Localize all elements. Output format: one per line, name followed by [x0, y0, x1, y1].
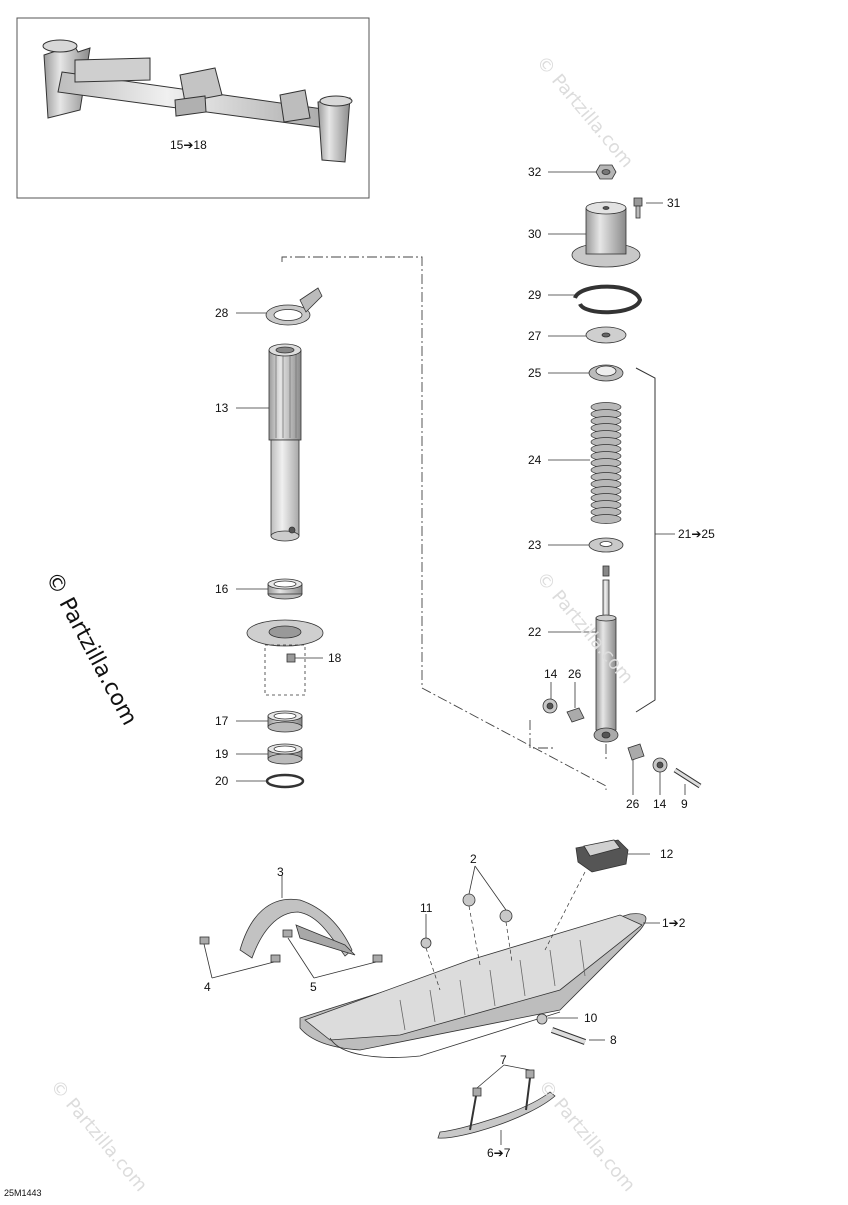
circlip-20	[265, 773, 305, 789]
leader-lines	[203, 171, 686, 1145]
hardware-14-26-right	[627, 743, 702, 789]
callout-1-2: 1➔2	[662, 916, 686, 930]
callout-12: 12	[660, 847, 674, 861]
runner-6-7	[437, 1069, 556, 1139]
callout-29: 29	[528, 288, 542, 302]
callout-16: 16	[215, 582, 229, 596]
cap-30	[571, 201, 641, 268]
bolt-8-washer-10	[536, 1013, 587, 1045]
callout-8: 8	[610, 1033, 617, 1047]
bushing-19	[267, 743, 303, 765]
callout-32: 32	[528, 165, 542, 179]
spindle-13	[268, 343, 302, 542]
screw-31	[633, 197, 643, 219]
callout-15-18: 15➔18	[170, 138, 207, 152]
callout-2: 2	[470, 852, 477, 866]
callout-28: 28	[215, 306, 229, 320]
callout-13: 13	[215, 401, 229, 415]
callout-25: 25	[528, 366, 542, 380]
callout-18: 18	[328, 651, 342, 665]
ski-1-2	[299, 913, 647, 1058]
clip-29	[573, 284, 643, 315]
callout-4: 4	[204, 980, 211, 994]
callout-26-upper: 26	[568, 667, 582, 681]
callout-21-25: 21➔25	[678, 527, 715, 541]
collar-25	[588, 364, 624, 382]
drawing-code: 25M1443	[4, 1188, 42, 1198]
callout-19: 19	[215, 747, 229, 761]
inset-frame	[16, 17, 370, 199]
callout-31: 31	[667, 196, 681, 210]
fitting-18	[286, 653, 296, 663]
callout-27: 27	[528, 329, 542, 343]
callout-23: 23	[528, 538, 542, 552]
nuts-2	[420, 893, 513, 949]
callout-14-lower: 14	[653, 797, 667, 811]
callout-10: 10	[584, 1011, 598, 1025]
callout-3: 3	[277, 865, 284, 879]
callout-11: 11	[420, 901, 433, 915]
handle-3	[239, 898, 356, 959]
washer-27	[585, 326, 627, 344]
callout-6-7: 6➔7	[487, 1146, 511, 1160]
seat-23	[588, 537, 624, 553]
plate-28	[265, 287, 323, 326]
callout-22: 22	[528, 625, 542, 639]
cross-member	[42, 39, 353, 163]
callout-20: 20	[215, 774, 229, 788]
callout-14-upper: 14	[544, 667, 558, 681]
callout-17: 17	[215, 714, 229, 728]
bracket-21-25	[635, 367, 656, 713]
bushing-17	[267, 710, 303, 733]
spindle-housing	[246, 619, 324, 696]
callout-30: 30	[528, 227, 542, 241]
bolts-4-5	[199, 929, 383, 963]
callout-24: 24	[528, 453, 542, 467]
spring-24	[590, 402, 622, 524]
callout-9: 9	[681, 797, 688, 811]
callout-5: 5	[310, 980, 317, 994]
callout-7: 7	[500, 1053, 507, 1067]
shock-22	[593, 565, 619, 743]
pad-12	[575, 839, 629, 873]
hidden-guides	[425, 871, 586, 991]
shock-connection-dash	[281, 256, 607, 790]
bushing-16	[267, 578, 303, 600]
nut-32	[595, 164, 617, 180]
callout-26-lower: 26	[626, 797, 640, 811]
hardware-14-26-left	[542, 698, 585, 723]
